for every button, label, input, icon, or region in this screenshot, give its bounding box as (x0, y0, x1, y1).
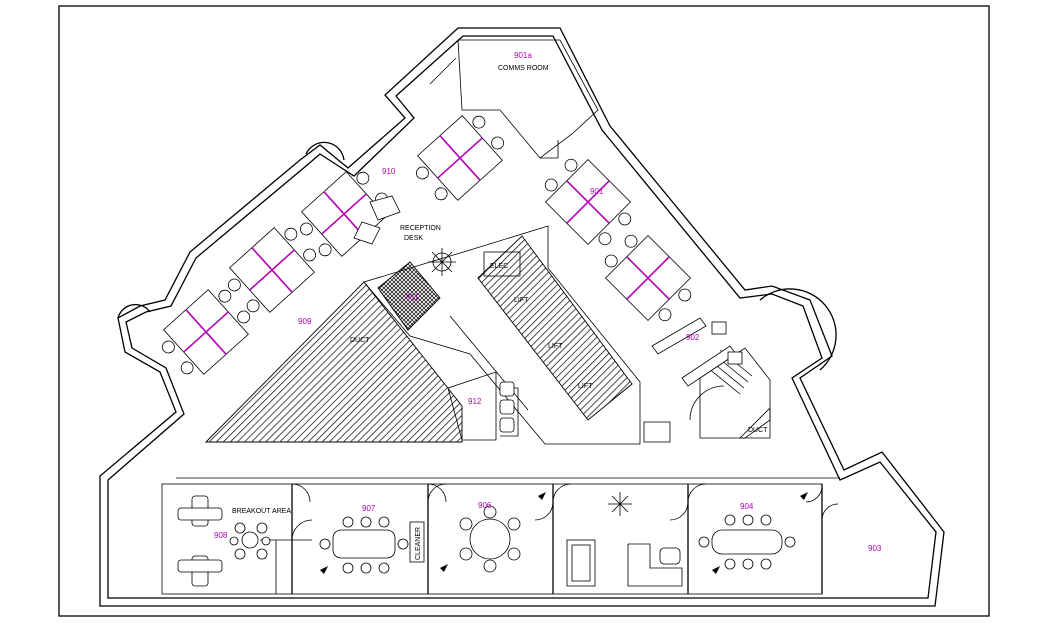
reception-desk (353, 195, 456, 276)
meeting-table-907 (319, 516, 409, 574)
label-910: 910 (382, 167, 396, 176)
label-duct-2: DUCT (748, 427, 768, 434)
label-909: 909 (298, 317, 312, 326)
comms-door (429, 57, 559, 159)
lift-shaft-hatched (477, 235, 633, 421)
desks-902 (651, 317, 743, 387)
workstation-cluster-910-a (415, 115, 505, 201)
stair-core (643, 347, 771, 443)
label-lift-3: LIFT (578, 383, 593, 390)
workstation-cluster-909-b (161, 289, 251, 375)
label-901: 901 (590, 187, 604, 196)
workstation-cluster-901-b (604, 234, 692, 322)
workstation-cluster-909-a (227, 227, 317, 313)
room-911-hatched (377, 261, 441, 331)
label-907: 907 (362, 504, 376, 513)
building-outer-wall (99, 27, 945, 607)
bay-window-right (759, 288, 837, 371)
label-911: 911 (406, 293, 419, 302)
core-chairs (499, 381, 515, 433)
label-comms-room: COMMS ROOM (498, 65, 549, 72)
label-903: 903 (868, 544, 882, 553)
office-furniture (566, 539, 683, 587)
bay-window-left (117, 303, 151, 319)
label-breakout-area: BREAKOUT AREA (232, 508, 291, 515)
duct-hatched-area (204, 281, 463, 443)
meeting-table-904 (698, 514, 796, 570)
comms-room (457, 39, 599, 159)
north-arrow-icons (320, 492, 808, 574)
room-912 (447, 371, 497, 441)
breakout-furniture (177, 495, 271, 587)
label-cleaner: CLEANER (415, 527, 422, 560)
workstation-cluster-901-a (544, 158, 632, 246)
label-duct-1: DUCT (350, 337, 370, 344)
round-table-906 (459, 505, 521, 573)
label-lift-2: LIFT (548, 343, 563, 350)
cleaner-closet (409, 521, 425, 563)
bay-window-top (305, 141, 345, 161)
label-908: 908 (214, 531, 228, 540)
drawing-border (58, 5, 990, 617)
label-906: 906 (478, 501, 492, 510)
label-reception: RECEPTION (400, 225, 441, 232)
label-desk: DESK (404, 235, 423, 242)
label-lift-1: LIFT (514, 297, 529, 304)
building-inner-wall (107, 35, 937, 599)
label-elec: ELEC (490, 263, 508, 270)
elec-room (483, 251, 521, 277)
label-901a: 901a (514, 51, 532, 60)
label-904: 904 (740, 502, 754, 511)
plant-icon (608, 492, 632, 516)
label-912: 912 (468, 397, 482, 406)
label-902: 902 (686, 333, 700, 342)
